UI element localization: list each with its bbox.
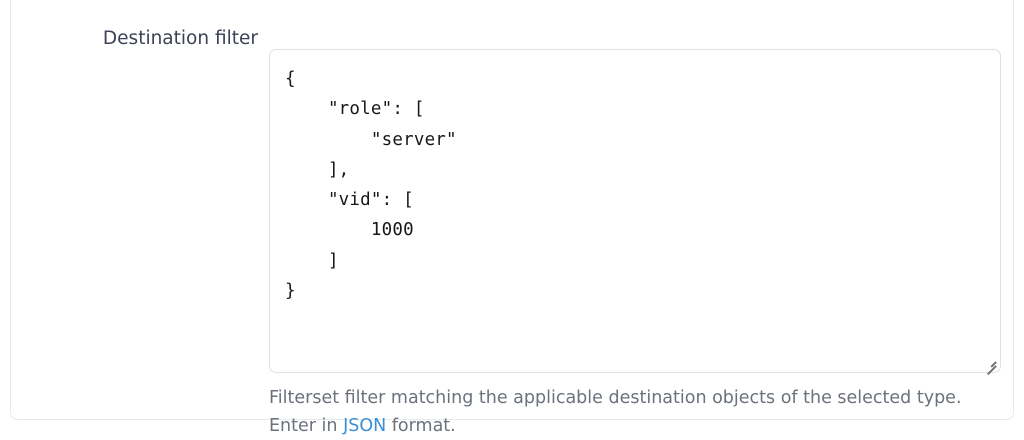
help-text-line-2: Enter in JSON format. <box>269 413 1009 440</box>
destination-filter-help-text: Filterset filter matching the applicable… <box>269 385 1009 440</box>
destination-filter-form-row: Destination filter Filterset filter matc… <box>11 1 1013 421</box>
destination-filter-textarea-wrap <box>269 49 1001 373</box>
destination-filter-input[interactable] <box>269 49 1001 373</box>
destination-filter-label: Destination filter <box>11 26 258 52</box>
help-text-prefix: Enter in <box>269 416 343 436</box>
json-format-link[interactable]: JSON <box>343 416 386 436</box>
form-card: Destination filter Filterset filter matc… <box>10 0 1014 420</box>
help-text-line-1: Filterset filter matching the applicable… <box>269 385 1009 413</box>
help-text-suffix: format. <box>386 416 456 436</box>
